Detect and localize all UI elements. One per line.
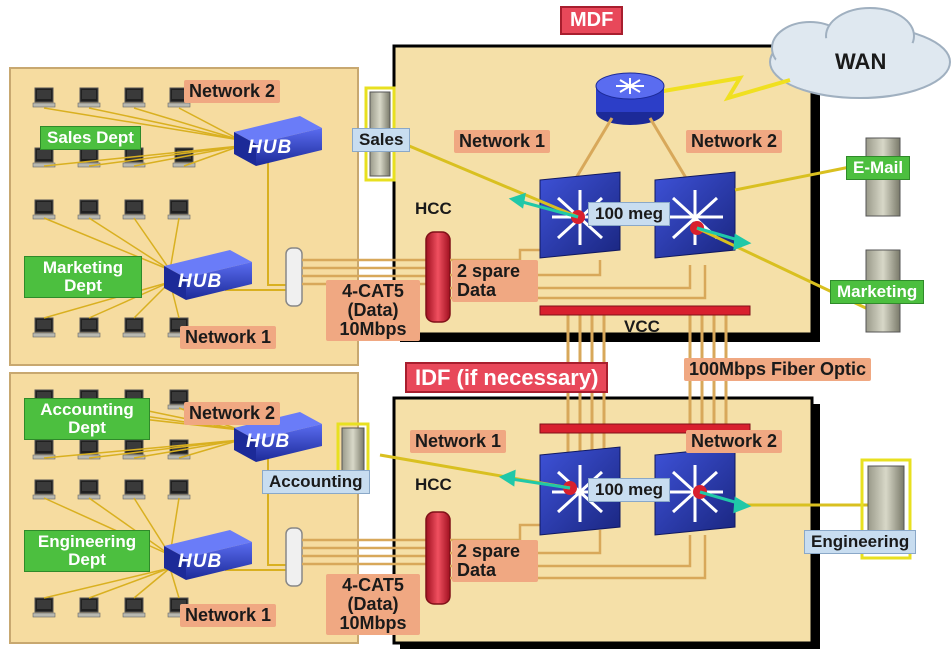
patch-panel-lower [285,527,303,587]
mdf-network1-label: Network 1 [454,130,551,153]
lower-network2-label: Network 2 [184,402,281,425]
upper-network2-label: Network 2 [184,80,281,103]
idf-network1-label: Network 1 [410,430,507,453]
hub-lower-a-label: HUB [246,431,291,452]
hcc-cabinet-upper [425,231,451,323]
idf-network2-label: Network 2 [686,430,783,453]
upper-network1-label: Network 1 [180,326,277,349]
wan-label: WAN [835,49,887,74]
mdf-label: MDF [560,6,624,35]
upper-hcc-label: HCC [415,199,452,218]
upper-spare-label: 2 spare Data [452,260,538,302]
accounting-server-label: Accounting [262,470,370,494]
engineering-dept-label: Engineering Dept [24,530,150,572]
sales-server-label: Sales [352,128,411,152]
lower-cable-label: 4-CAT5 (Data) 10Mbps [326,574,420,635]
hub-icon-upper-b [164,250,252,300]
lower-spare-label: 2 spare Data [452,540,538,582]
hcc-cabinet-lower [425,511,451,605]
hub-lower-b-label: HUB [178,551,223,572]
vcc-label: VCC [624,317,660,336]
wan-cloud [769,7,951,99]
cat5-bundle-lower [302,538,428,566]
marketing-dept-label: Marketing Dept [24,256,142,298]
fiber-label: 100Mbps Fiber Optic [684,358,872,381]
sales-dept-label: Sales Dept [40,126,141,150]
marketing-server-label: Marketing [830,280,925,304]
hub-icon-lower-a [234,412,322,462]
patch-panel-upper [285,247,303,307]
wan-link [639,75,791,102]
upper-cable-label: 4-CAT5 (Data) 10Mbps [326,280,420,341]
hub-upper-a-label: HUB [248,137,293,158]
router-icon [595,72,665,125]
engineering-server-label: Engineering [804,530,917,554]
lower-hcc-label: HCC [415,475,452,494]
vcc-bar-upper [539,305,751,316]
hub-icon-upper-a [234,116,322,166]
hub-upper-b-label: HUB [178,271,223,292]
accounting-dept-label: Accounting Dept [24,398,150,440]
switch-icon-idf-1 [539,446,621,536]
idf-speed-label: 100 meg [588,478,671,502]
mdf-network2-label: Network 2 [686,130,783,153]
hub-icon-lower-b [164,530,252,580]
idf-label: IDF (if necessary) [405,362,609,394]
mdf-speed-label: 100 meg [588,202,671,226]
pc-cables-upper [43,107,241,319]
email-server-label: E-Mail [846,156,911,180]
vcc-bar-lower [539,423,751,434]
lower-network1-label: Network 1 [180,604,277,627]
traffic-arrows [498,192,752,514]
